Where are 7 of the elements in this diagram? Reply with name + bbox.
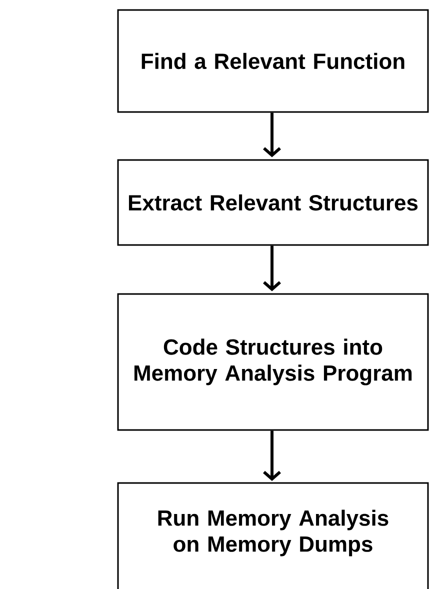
process-box: Extract Relevant Structures	[117, 159, 429, 246]
arrow	[263, 246, 281, 292]
process-box: Run Memory Analysis on Memory Dumps	[117, 482, 429, 589]
arrow	[263, 112, 281, 158]
process-box: Code Structures into Memory Analysis Program	[117, 293, 429, 431]
arrow	[263, 430, 281, 481]
process-box: Find a Relevant Function	[117, 9, 429, 113]
